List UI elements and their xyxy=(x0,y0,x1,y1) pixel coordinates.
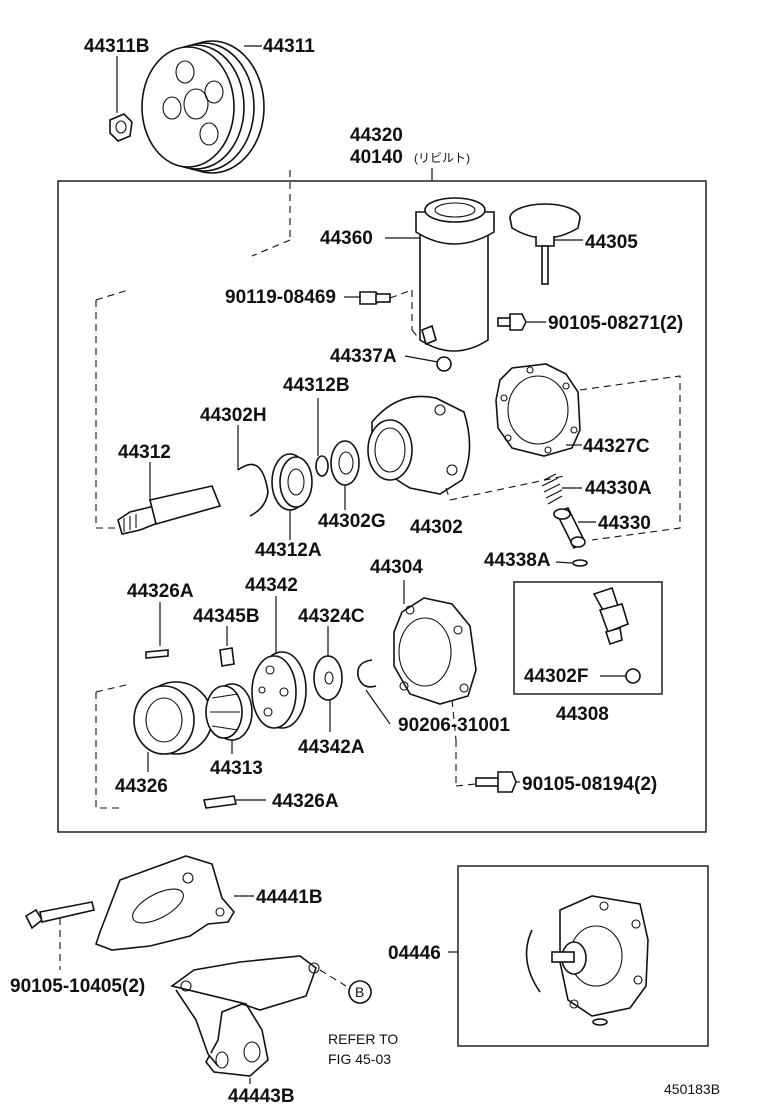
ring-44312B xyxy=(315,455,329,477)
assembly-frame xyxy=(57,180,707,833)
label-44443B: 44443B xyxy=(228,1086,295,1107)
washer-44324C xyxy=(313,655,343,701)
label-44326A-bottom: 44326A xyxy=(272,791,339,812)
label-44330: 44330 xyxy=(598,513,651,534)
refer-to-line1: REFER TO xyxy=(328,1031,398,1047)
label-44338A: 44338A xyxy=(484,550,551,571)
shaft-44312 xyxy=(117,485,222,535)
label-44327C: 44327C xyxy=(583,436,650,457)
label-44302H: 44302H xyxy=(200,405,267,426)
label-90105-08194: 90105-08194(2) xyxy=(522,774,657,795)
bolt-90105-10405 xyxy=(24,901,95,930)
label-90105-10405: 90105-10405(2) xyxy=(10,976,145,997)
reservoir-44360 xyxy=(415,197,495,372)
bolt-90105-08194 xyxy=(475,771,517,793)
label-44330A: 44330A xyxy=(585,478,652,499)
gasket-kit-04446 xyxy=(525,895,649,1026)
subassy-box-44308 xyxy=(513,581,663,695)
ref-marker-b: B xyxy=(355,984,364,1000)
label-40140: 40140 xyxy=(350,147,403,168)
kit-box-04446 xyxy=(457,865,709,1047)
clip-90206-31001 xyxy=(356,659,377,688)
label-44342A: 44342A xyxy=(298,737,365,758)
valve-44330 xyxy=(553,507,586,550)
label-44302G: 44302G xyxy=(318,511,386,532)
label-44312B: 44312B xyxy=(283,375,350,396)
label-44337A: 44337A xyxy=(330,346,397,367)
vane-44345B xyxy=(219,647,235,667)
label-44305: 44305 xyxy=(585,232,638,253)
cam-ring-44326 xyxy=(133,681,213,755)
gasket-44327C xyxy=(495,363,581,457)
pin-44326A-bottom xyxy=(203,795,237,809)
pin-44326A-top xyxy=(145,649,169,659)
bearing-44312A xyxy=(271,453,313,511)
bolt-90119 xyxy=(359,291,391,305)
label-44311: 44311 xyxy=(263,36,315,57)
label-44342: 44342 xyxy=(245,575,298,596)
rear-housing-44304 xyxy=(393,597,477,705)
spring-44330A xyxy=(541,473,563,505)
refer-to-line2: FIG 45-03 xyxy=(328,1051,391,1067)
bracket-44441B xyxy=(94,855,235,951)
label-40140-note: (リビルト) xyxy=(414,151,470,165)
pulley-44311 xyxy=(141,40,265,174)
seal-44302G xyxy=(330,440,360,486)
label-04446: 04446 xyxy=(388,943,441,964)
front-housing-44302 xyxy=(367,395,471,495)
label-44360: 44360 xyxy=(320,228,373,249)
label-44441B: 44441B xyxy=(256,887,323,908)
nut-44311B xyxy=(109,113,133,142)
bracket-44443B xyxy=(170,955,320,1077)
label-44304: 44304 xyxy=(370,557,423,578)
label-44326: 44326 xyxy=(115,776,168,797)
label-44308: 44308 xyxy=(556,704,609,725)
cap-44305 xyxy=(509,203,581,285)
label-90105-08271: 90105-08271(2) xyxy=(548,313,683,334)
ref-marker-circle xyxy=(348,980,372,1004)
bolt-90105-08271 xyxy=(497,313,527,331)
label-44326A-top: 44326A xyxy=(127,581,194,602)
label-44302: 44302 xyxy=(410,517,463,538)
plate-44342 xyxy=(251,651,307,729)
snap-ring-44302H xyxy=(237,463,269,517)
label-44324C: 44324C xyxy=(298,606,365,627)
label-44313: 44313 xyxy=(210,758,263,779)
label-44311B: 44311B xyxy=(84,36,150,57)
label-44312: 44312 xyxy=(118,442,171,463)
label-44320: 44320 xyxy=(350,125,403,146)
label-44312A: 44312A xyxy=(255,540,322,561)
label-90119-08469: 90119-08469 xyxy=(225,287,336,308)
label-44302F: 44302F xyxy=(524,666,588,687)
figure-id: 450183B xyxy=(664,1081,720,1097)
label-90206-31001: 90206-31001 xyxy=(398,715,510,736)
valve-44302F xyxy=(592,586,641,684)
rotor-44313 xyxy=(205,683,253,741)
label-44345B: 44345B xyxy=(193,606,260,627)
o-ring-44338A xyxy=(572,559,588,567)
